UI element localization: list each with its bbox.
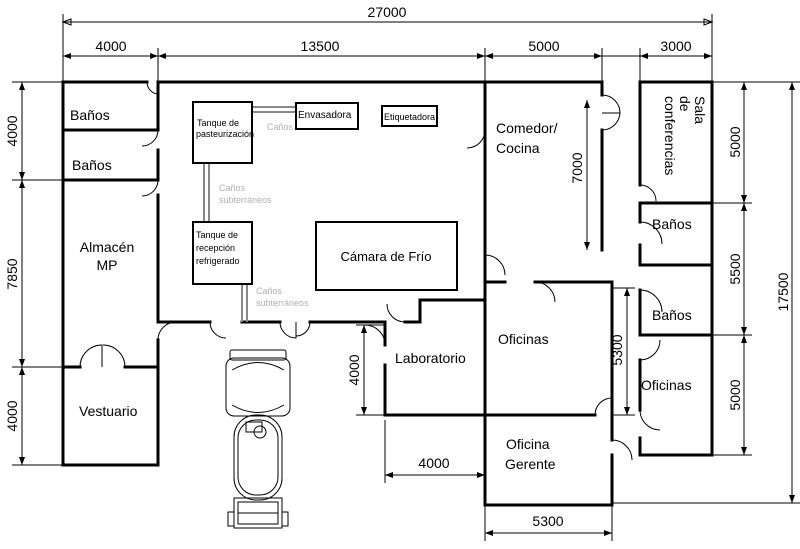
tanque-pasteurizacion [192, 101, 253, 164]
room-banos-2: Baños [72, 157, 112, 173]
room-vestuario: Vestuario [79, 403, 138, 419]
camara-de-frio [315, 221, 458, 291]
room-sala-3-visible: conferencias [662, 96, 678, 175]
canos-sub-1a: Caños [219, 183, 246, 193]
tanque-pas-label-1: Tanque de [197, 118, 239, 128]
dim-gerente-width: 5300 [532, 513, 563, 529]
room-almacen-1: Almacén [80, 239, 134, 255]
envasadora [295, 102, 359, 130]
tanque-rec-label-3: refrigerado [196, 256, 240, 266]
room-banos-4: Baños [652, 307, 692, 323]
tanque-pas-label-2: pasteurización [196, 129, 254, 139]
room-banos-3: Baños [652, 216, 692, 232]
room-sala-1: Sala [692, 96, 708, 124]
dim-width-3: 5000 [528, 38, 559, 54]
room-sala-2: de [677, 96, 693, 112]
etiquetadora [381, 105, 438, 127]
tanque-recepcion [192, 221, 253, 285]
dim-left-bottom: 4000 [4, 400, 20, 431]
room-oficinas-2: Oficinas [641, 377, 692, 393]
etiquetadora-label: Etiquetadora [384, 112, 435, 122]
dim-gerente-offset: 4000 [418, 455, 449, 471]
envasadora-label: Envasadora [298, 110, 352, 121]
tanque-rec-label-1: Tanque de [196, 230, 238, 240]
dim-right-1: 5000 [727, 126, 743, 157]
camara-label: Cámara de Frío [340, 249, 431, 264]
room-gerente-1: Oficina [506, 436, 550, 452]
dim-right-total: 17500 [775, 272, 791, 311]
room-banos-1: Baños [70, 107, 110, 123]
tanque-rec-label-2: recepción [196, 243, 235, 253]
dimension-lines [12, 14, 800, 541]
dim-lab-height: 4000 [346, 354, 362, 385]
dim-total-width: 27000 [368, 4, 407, 20]
canos-label: Caños [267, 122, 294, 132]
room-comedor-1: Comedor/ [496, 120, 558, 136]
canos-sub-2b: subterráneos [256, 298, 309, 308]
dim-left-mid: 7850 [4, 258, 20, 289]
dim-right-3: 5000 [727, 379, 743, 410]
room-almacen-2: MP [97, 257, 118, 273]
room-comedor-2: Cocina [496, 140, 540, 156]
dim-left-top: 4000 [4, 115, 20, 146]
room-oficinas-1: Oficinas [498, 331, 549, 347]
walls [61, 80, 714, 507]
dim-width-4: 3000 [660, 38, 691, 54]
dim-width-2: 13500 [301, 38, 340, 54]
canos-sub-1b: subterráneos [219, 195, 272, 205]
room-laboratorio: Laboratorio [395, 350, 466, 366]
canos-sub-2a: Caños [256, 286, 283, 296]
dim-width-1: 4000 [95, 38, 126, 54]
pipes [203, 106, 296, 322]
truck [225, 349, 291, 529]
dim-right-2: 5500 [727, 253, 743, 284]
dim-comedor-height: 7000 [569, 152, 585, 183]
doors [79, 81, 663, 461]
room-gerente-2: Gerente [505, 456, 556, 472]
